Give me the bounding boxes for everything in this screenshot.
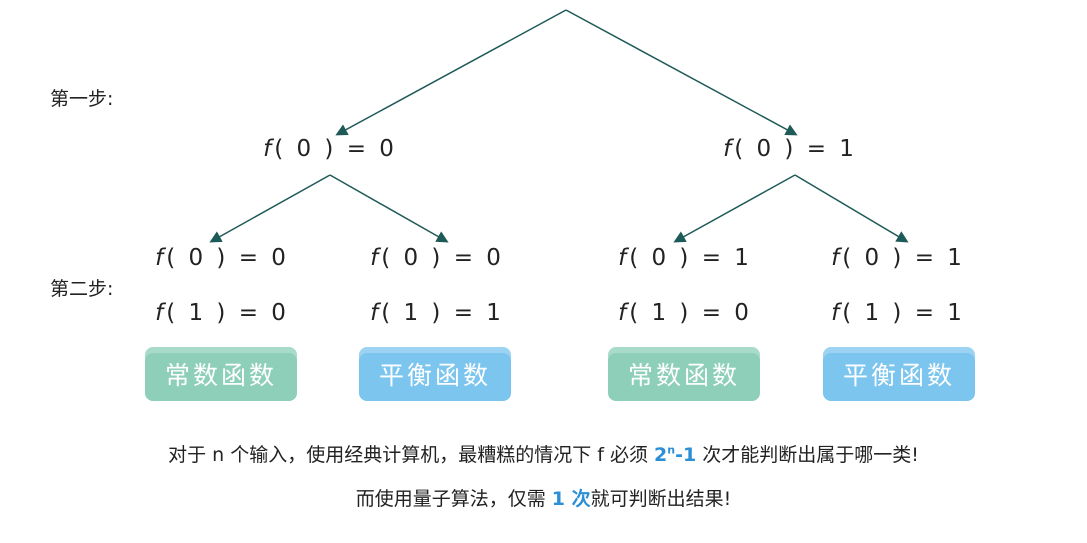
arrow-left-right — [329, 174, 449, 243]
step-one-label: 第一步: — [50, 88, 114, 110]
arrow-right-left — [673, 174, 796, 243]
leaf-4-line1: f( 0 ) = 1 — [831, 245, 965, 271]
classical-note: 对于 n 个输入，使用经典计算机，最糟糕的情况下 f 必须 2n-1 次才能判断… — [168, 443, 919, 466]
leaf-1-line1: f( 0 ) = 0 — [155, 245, 289, 271]
balanced-function-badge: 平衡函数 — [823, 347, 975, 401]
constant-function-badge: 常数函数 — [145, 347, 297, 401]
constant-function-badge: 常数函数 — [608, 347, 760, 401]
step-two-label: 第二步: — [50, 278, 114, 300]
quantum-note: 而使用量子算法，仅需 1 次就可判断出结果! — [355, 488, 732, 510]
leaf-2-line1: f( 0 ) = 0 — [370, 245, 504, 271]
arrow-left-left — [209, 174, 331, 243]
leaf-3-line1: f( 0 ) = 1 — [618, 245, 752, 271]
arrow-root-right — [565, 9, 798, 136]
leaf-1-line2: f( 1 ) = 0 — [155, 300, 289, 326]
arrow-right-right — [794, 174, 909, 243]
leaf-3-line2: f( 1 ) = 0 — [618, 300, 752, 326]
node-f0-eq-0: f( 0 ) = 0 — [263, 136, 397, 162]
balanced-function-badge: 平衡函数 — [359, 347, 511, 401]
leaf-2-line2: f( 1 ) = 1 — [370, 300, 504, 326]
arrow-root-left — [335, 9, 567, 136]
leaf-4-line2: f( 1 ) = 1 — [831, 300, 965, 326]
node-f0-eq-1: f( 0 ) = 1 — [723, 136, 857, 162]
